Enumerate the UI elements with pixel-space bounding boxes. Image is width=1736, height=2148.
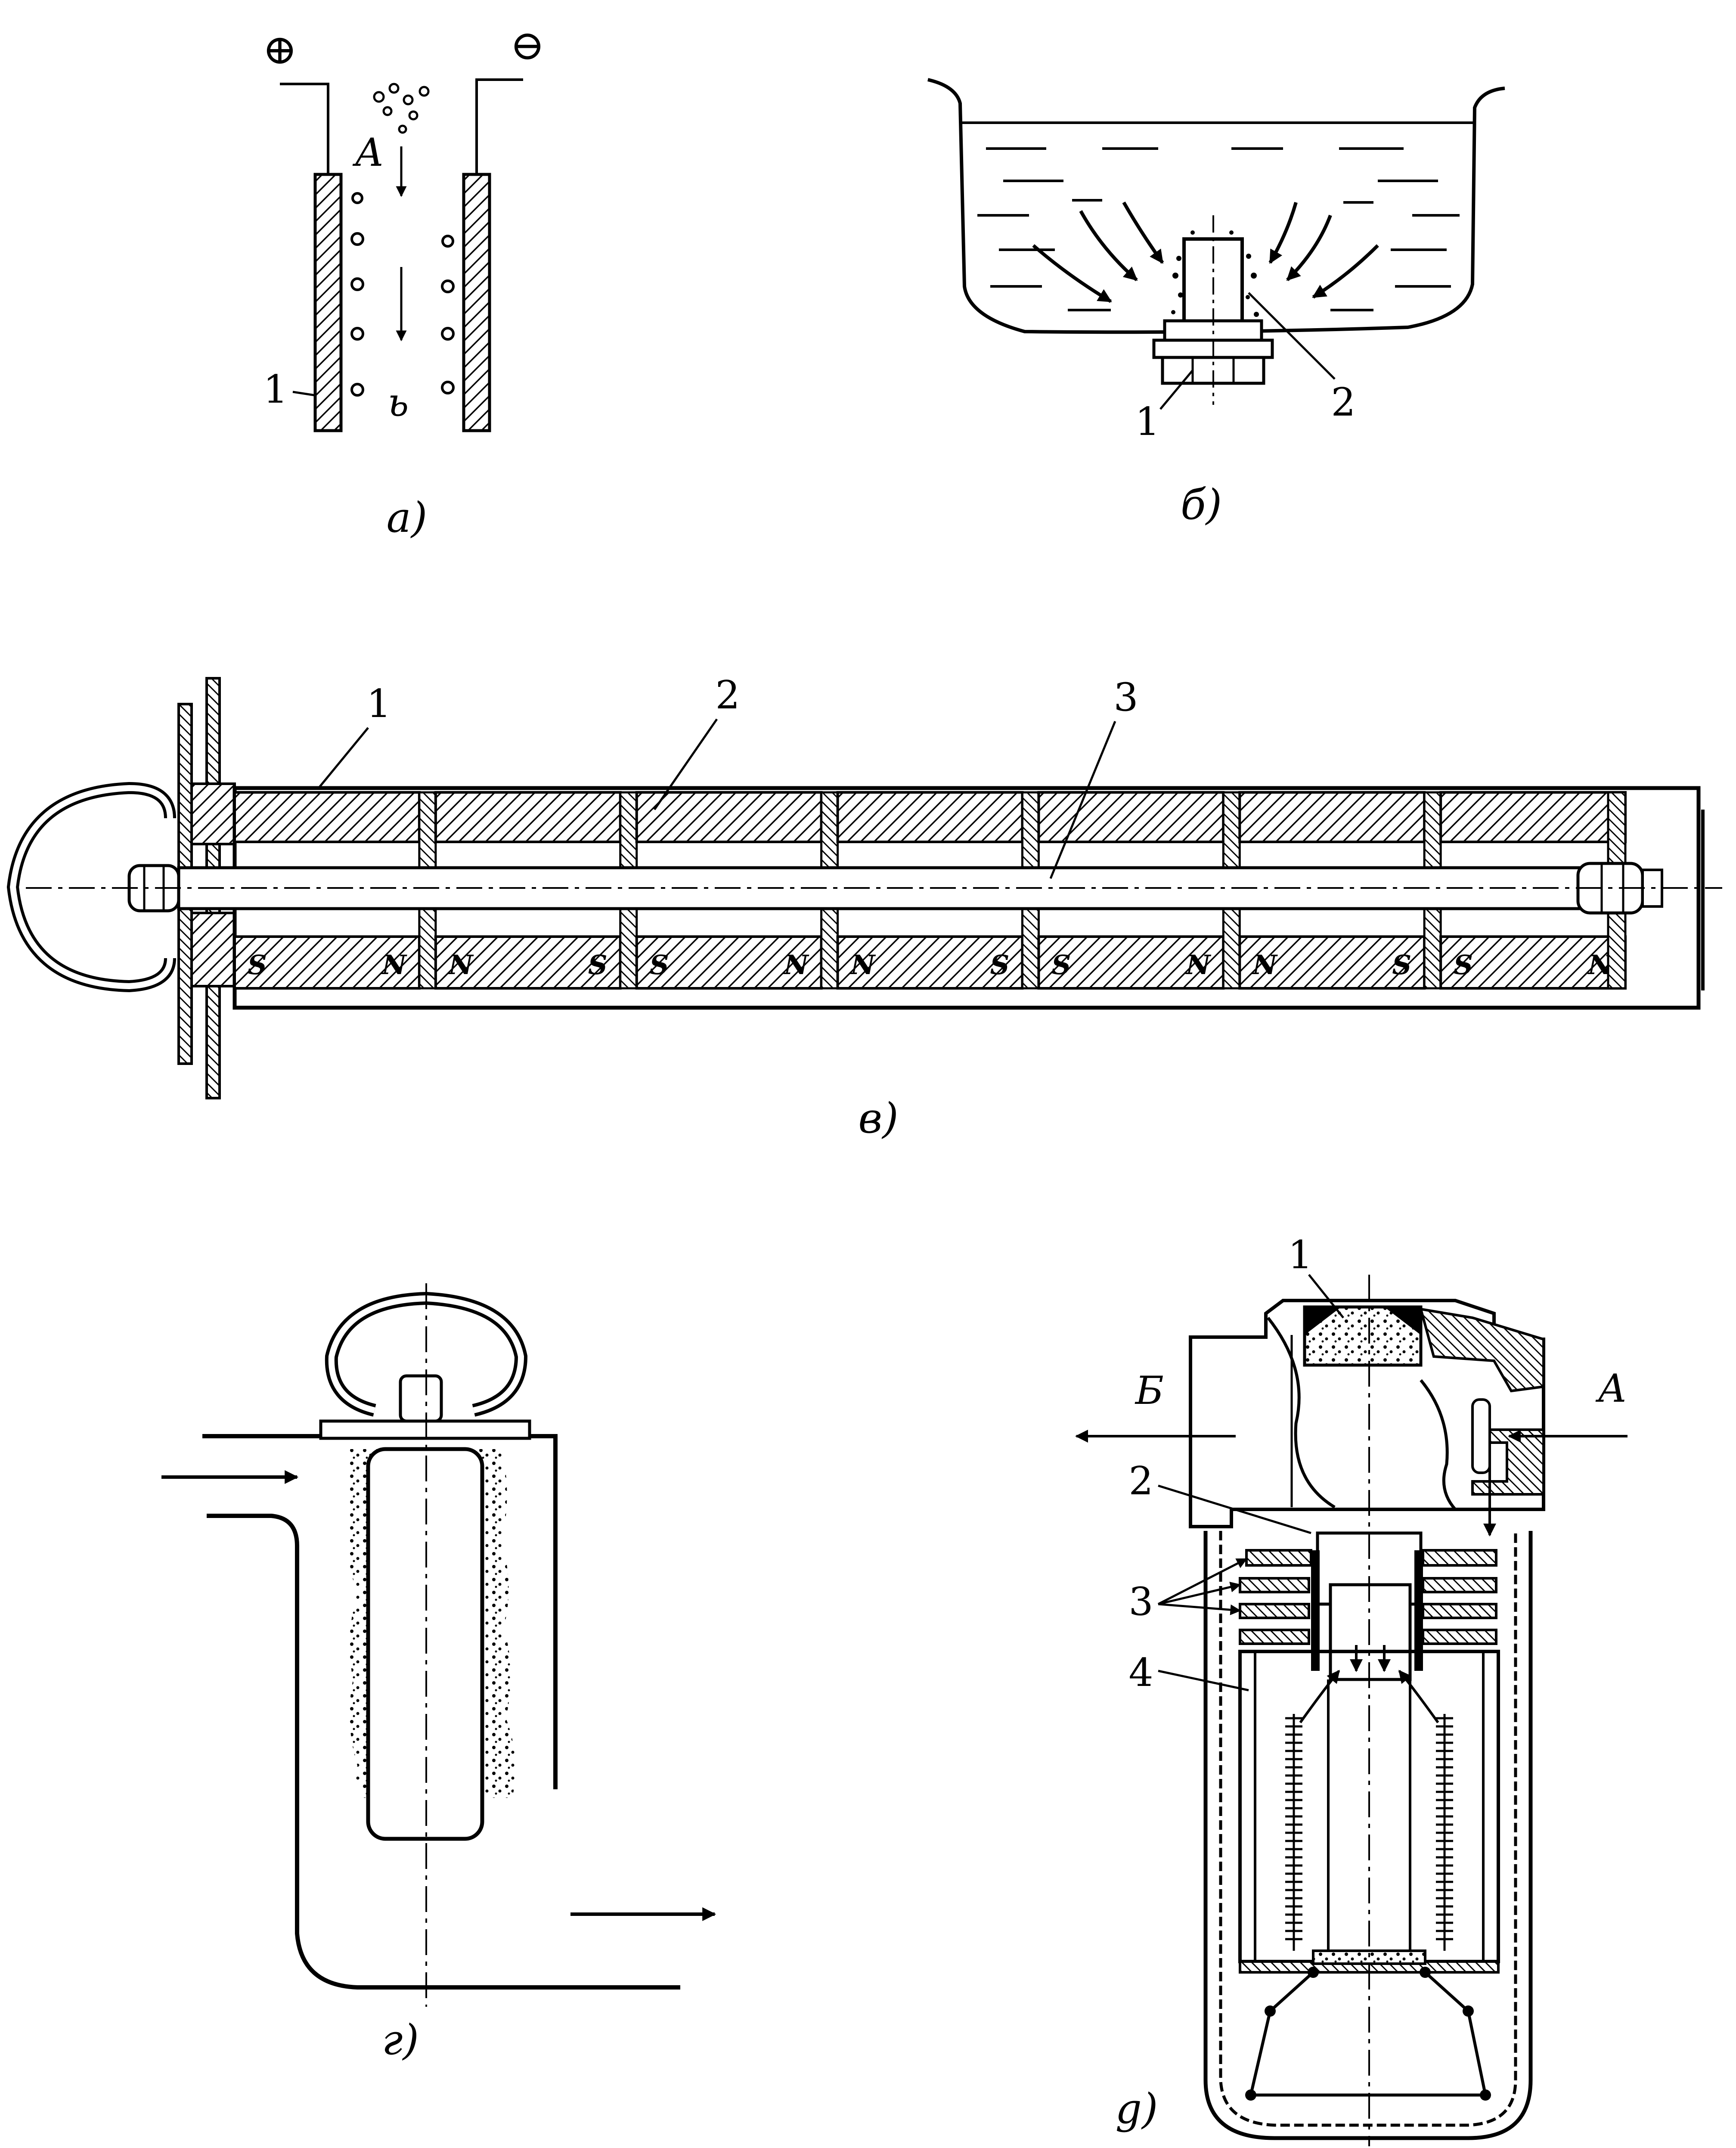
label-2-v: 2 <box>715 673 740 718</box>
magnet-bottom-2 <box>434 935 622 990</box>
label-1-b: 1 <box>1135 399 1159 444</box>
anode-plate <box>280 83 343 432</box>
magnet-top-1 <box>233 791 421 843</box>
pole-label: N <box>783 949 809 981</box>
label-3-v: 3 <box>1113 675 1138 720</box>
spacer-top <box>1423 791 1442 871</box>
magnet-plug-g <box>319 1283 531 2007</box>
pole-label: N <box>1185 949 1212 981</box>
pole-label: S <box>1454 949 1473 981</box>
spacer-bottom <box>1423 907 1442 990</box>
leader-1-a <box>292 391 316 397</box>
pole-label: S <box>1051 949 1071 981</box>
figure-a-electrostatic-filter: ⊕ ⊖ A ь 1 а) <box>263 21 545 542</box>
particle-label: ь <box>388 380 409 425</box>
filter-head <box>1189 1299 1545 1537</box>
magnet-top-2 <box>434 791 622 843</box>
label-2-d: 2 <box>1128 1459 1153 1504</box>
oil-dashes <box>977 147 1460 311</box>
magnet-top-4 <box>836 791 1024 843</box>
spacer-top <box>1222 791 1241 871</box>
cathode-plate <box>462 78 523 432</box>
label-1-v: 1 <box>366 681 391 726</box>
caption-a: а) <box>387 494 428 542</box>
pole-label: S <box>990 949 1010 981</box>
leaders-3-d <box>1157 1558 1248 1615</box>
leader-2-d <box>1158 1484 1311 1534</box>
spacer-top <box>418 791 437 871</box>
spacer-bottom <box>418 907 437 990</box>
spacer-bottom <box>619 907 638 990</box>
spacer-top <box>619 791 638 871</box>
leader-4-d <box>1158 1670 1249 1692</box>
leader-1-d <box>1308 1274 1344 1319</box>
leader-2-v <box>653 718 718 810</box>
pole-label: N <box>850 949 876 981</box>
plus-terminal-symbol: ⊕ <box>263 25 297 74</box>
magnet-top-3 <box>635 791 823 843</box>
spacer-top <box>1021 791 1040 871</box>
magnet-bottom-5 <box>1037 935 1225 990</box>
caption-g: г) <box>382 2016 419 2064</box>
handle-loop <box>6 782 176 993</box>
pole-label: N <box>381 949 407 981</box>
magnet-top-7 <box>1439 791 1627 843</box>
attracted-particles <box>350 192 455 397</box>
label-2-b: 2 <box>1331 380 1355 425</box>
magnetic-plug <box>1152 215 1274 405</box>
spacer-bottom <box>820 907 839 990</box>
leader-1-v <box>318 727 369 789</box>
minus-terminal-symbol: ⊖ <box>510 21 545 69</box>
magnet-bottom-4 <box>836 935 1024 990</box>
leader-3-v <box>1049 721 1116 879</box>
label-1-a: 1 <box>263 367 288 412</box>
label-3-d: 3 <box>1128 1579 1153 1624</box>
caption-b: б) <box>1181 481 1222 529</box>
magnet-top-5 <box>1037 791 1225 843</box>
flow-label-a: A <box>353 130 384 175</box>
magnet-bottom-1 <box>233 935 421 990</box>
caption-d: g) <box>1116 2085 1158 2133</box>
filter-media-ribs <box>1285 1714 1453 1951</box>
oil-flow-arrows <box>1032 202 1379 303</box>
caption-v: в) <box>858 1094 898 1142</box>
label-1-d: 1 <box>1288 1232 1312 1278</box>
inlet-label: А <box>1595 1366 1627 1411</box>
pole-label: S <box>1392 949 1411 981</box>
spacer-bottom <box>1021 907 1040 990</box>
leader-2-b <box>1248 292 1336 380</box>
pole-label: N <box>448 949 474 981</box>
spacer-bottom <box>1222 907 1241 990</box>
spacer-top <box>820 791 839 871</box>
figure-d-full-flow-filter: Б А <box>1075 1232 1628 2146</box>
label-4-d: 4 <box>1128 1650 1153 1695</box>
leader-1-b <box>1159 369 1194 410</box>
spring-discs-right <box>1422 1549 1497 1645</box>
incoming-particles <box>373 83 430 134</box>
pole-label: S <box>248 949 267 981</box>
pole-label: S <box>588 949 608 981</box>
figure-g-pipe-filter: г) <box>161 1283 716 2064</box>
spring-discs-left <box>1239 1549 1312 1645</box>
outlet-label: Б <box>1135 1368 1164 1413</box>
figure-b-sump-magnetic-plug: 1 2 б) <box>927 78 1505 529</box>
filter-bowl <box>1203 1531 1533 2140</box>
pole-label: S <box>650 949 669 981</box>
pole-label: N <box>1252 949 1278 981</box>
magnet-top-6 <box>1238 791 1426 843</box>
